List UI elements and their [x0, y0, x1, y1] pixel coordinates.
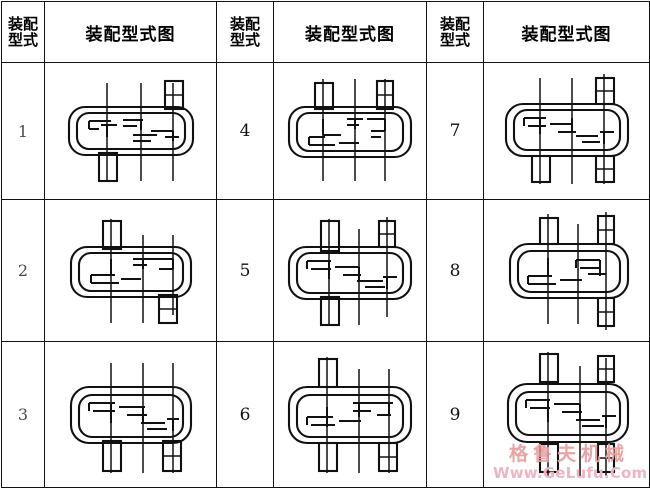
assembly-diagram-cell [483, 341, 650, 488]
type-number-label: 7 [449, 121, 461, 141]
assembly-type-8-diagram [485, 201, 649, 341]
assembly-type-9-diagram [485, 343, 649, 487]
table-header-row: 装配 型式 装配型式图 装配 型式 装配型式图 装配 型式 装配型式图 [1, 1, 650, 63]
assembly-type-3-diagram [46, 343, 216, 487]
type-number-cell: 7 [426, 62, 484, 200]
header-type-line1: 装配 [7, 14, 38, 33]
header-type-line1: 装配 [439, 14, 470, 33]
type-number-label: 9 [449, 404, 461, 425]
type-number-cell: 6 [216, 341, 274, 488]
type-number-label: 2 [17, 261, 29, 280]
type-number-label: 8 [449, 260, 461, 281]
type-number-label: 1 [17, 121, 29, 141]
assembly-diagram-cell [44, 62, 217, 200]
header-cell-type-3: 装配 型式 [426, 1, 484, 63]
assembly-diagram-cell [483, 199, 650, 342]
assembly-type-4-diagram [275, 64, 426, 199]
header-cell-diagram-3: 装配型式图 [483, 1, 650, 63]
table-row: 1 [1, 62, 650, 200]
type-number-cell: 4 [216, 62, 274, 200]
assembly-diagram-cell [483, 62, 650, 200]
header-cell-diagram-1: 装配型式图 [44, 1, 217, 63]
header-type-line2: 型式 [439, 31, 470, 49]
assembly-diagram-cell [273, 199, 427, 342]
assembly-type-2-diagram [46, 201, 216, 341]
type-number-label: 3 [17, 405, 29, 424]
header-cell-diagram-2: 装配型式图 [273, 1, 427, 63]
assembly-diagram-cell [44, 341, 217, 488]
assembly-diagram-cell [44, 199, 217, 342]
assembly-diagram-cell [273, 341, 427, 488]
assembly-type-6-diagram [275, 343, 426, 487]
assembly-type-7-diagram [485, 64, 649, 199]
type-number-cell: 1 [1, 62, 45, 200]
header-type-line2: 型式 [229, 31, 260, 49]
header-type-line1: 装配 [229, 14, 260, 33]
header-cell-type-2: 装配 型式 [216, 1, 274, 63]
assembly-type-5-diagram [275, 201, 426, 341]
type-number-label: 5 [239, 260, 251, 281]
header-type-line2: 型式 [7, 31, 38, 49]
type-number-label: 6 [239, 404, 251, 425]
type-number-cell: 2 [1, 199, 45, 342]
type-number-cell: 3 [1, 341, 45, 488]
type-number-cell: 5 [216, 199, 274, 342]
assembly-diagram-cell [273, 62, 427, 200]
type-number-cell: 9 [426, 341, 484, 488]
table-row: 3 [1, 341, 650, 488]
header-cell-type-1: 装配 型式 [1, 1, 45, 63]
type-number-cell: 8 [426, 199, 484, 342]
assembly-type-1-diagram [46, 64, 216, 199]
table-row: 2 [1, 199, 650, 342]
type-number-label: 4 [239, 121, 251, 141]
